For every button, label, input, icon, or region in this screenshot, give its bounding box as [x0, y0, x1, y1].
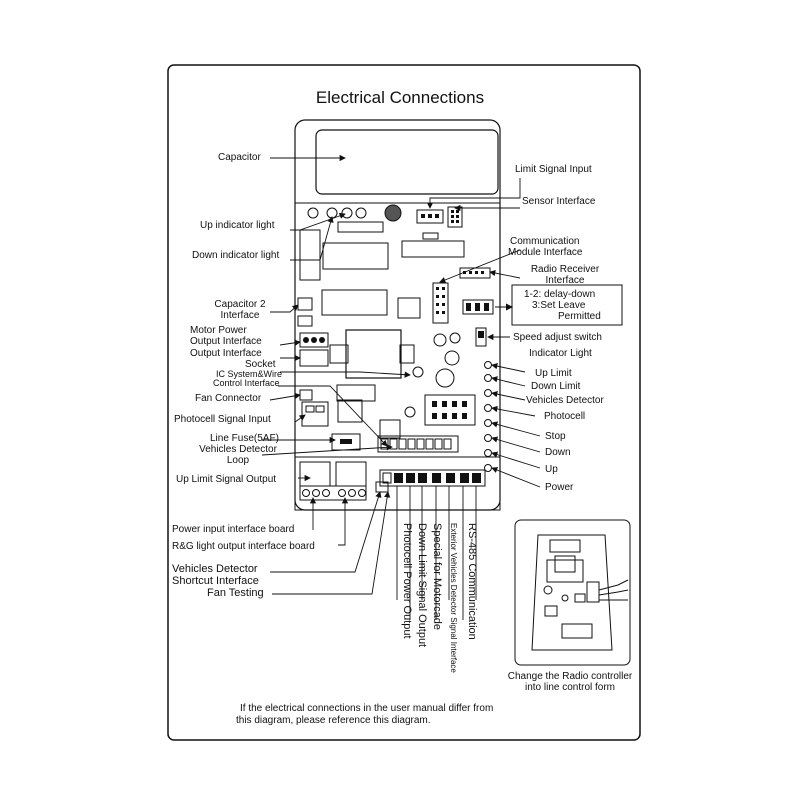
- label-vehicles-loop: Vehicles Detector Loop: [199, 444, 277, 466]
- output-terminal-block: [379, 469, 486, 487]
- speed-switch: [475, 327, 487, 347]
- label-down-limit: Down Limit: [531, 381, 581, 392]
- label-up: Up: [545, 464, 558, 475]
- label-output-socket: Output Interface Socket: [190, 348, 276, 370]
- capacitor: [315, 129, 499, 195]
- label-ic-system: IC System&Wire Control Interface: [213, 369, 283, 388]
- label-down-indicator-light: Down indicator light: [192, 250, 280, 261]
- label-power-input-board: Power input interface board: [172, 524, 295, 535]
- label-comm-module: Communication Module Interface: [508, 236, 583, 258]
- diagram-title: Electrical Connections: [315, 88, 485, 107]
- comm-module-connector: [432, 282, 449, 324]
- buzzer: [384, 204, 402, 222]
- label-limit-signal-input: Limit Signal Input: [515, 164, 592, 175]
- label-capacitor: Capacitor: [218, 152, 261, 163]
- label-sensor-interface: Sensor Interface: [522, 196, 596, 207]
- label-up-limit-signal-output: Up Limit Signal Output: [176, 474, 277, 485]
- input-terminal-block: [377, 435, 459, 453]
- transformer: [345, 329, 402, 379]
- label-rg-light-board: R&G light output interface board: [172, 541, 315, 552]
- label-line-fuse: Line Fuse(5AF): [210, 433, 279, 444]
- outer-frame: [167, 64, 641, 741]
- label-down-limit-signal-output: Down Limit Signal Output: [416, 523, 428, 648]
- fan-connector: [299, 389, 313, 401]
- power-terminal-block: [299, 461, 331, 487]
- indicator-light-column: [484, 361, 492, 472]
- dip-switch: [462, 299, 494, 315]
- limit-signal-connector: [416, 209, 444, 224]
- label-power: Power: [545, 482, 574, 493]
- label-motor-power: Motor Power Output Interface: [190, 325, 262, 347]
- label-speed-adjust-switch: Speed adjust switch: [513, 332, 602, 343]
- label-capacitor2: Capacitor 2 Interface: [214, 299, 266, 321]
- sensor-connector: [447, 206, 463, 228]
- capacitor2-connector: [297, 297, 313, 311]
- label-vehicles-shortcut: Vehicles Detector Shortcut Interface: [172, 563, 259, 587]
- radio-caption: Change the Radio controller into line co…: [507, 671, 633, 693]
- label-up-indicator-light: Up indicator light: [200, 220, 275, 231]
- pcb: [294, 202, 501, 511]
- radio-controller-board: [514, 519, 631, 666]
- label-vehicles-detector: Vehicles Detector: [526, 395, 604, 406]
- label-down: Down: [545, 447, 571, 458]
- label-radio-receiver: Radio Receiver Interface: [530, 264, 600, 286]
- footnote: If the electrical connections in the use…: [236, 703, 494, 726]
- label-exterior-vehicles-detector: Exterior Vehicles Detector Signal Interf…: [449, 523, 458, 673]
- dip-note: 1-2: delay-down 3:Set Leave Permitted: [524, 289, 601, 322]
- label-indicator-light: Indicator Light: [529, 348, 592, 359]
- label-fan-connector: Fan Connector: [195, 393, 262, 404]
- label-rs485-communication: RS-485 Communication: [466, 523, 478, 640]
- photocell-input-connector: [301, 401, 329, 427]
- label-fan-testing: Fan Testing: [207, 587, 264, 599]
- label-special-for-motorcade: Special for Motorcade: [431, 523, 443, 630]
- label-photocell-signal-input: Photocell Signal Input: [174, 414, 271, 425]
- label-photocell-power-output: Photocell Power Output: [401, 523, 413, 639]
- label-up-limit: Up Limit: [535, 368, 572, 379]
- label-photocell: Photocell: [544, 411, 586, 422]
- label-stop: Stop: [545, 431, 566, 442]
